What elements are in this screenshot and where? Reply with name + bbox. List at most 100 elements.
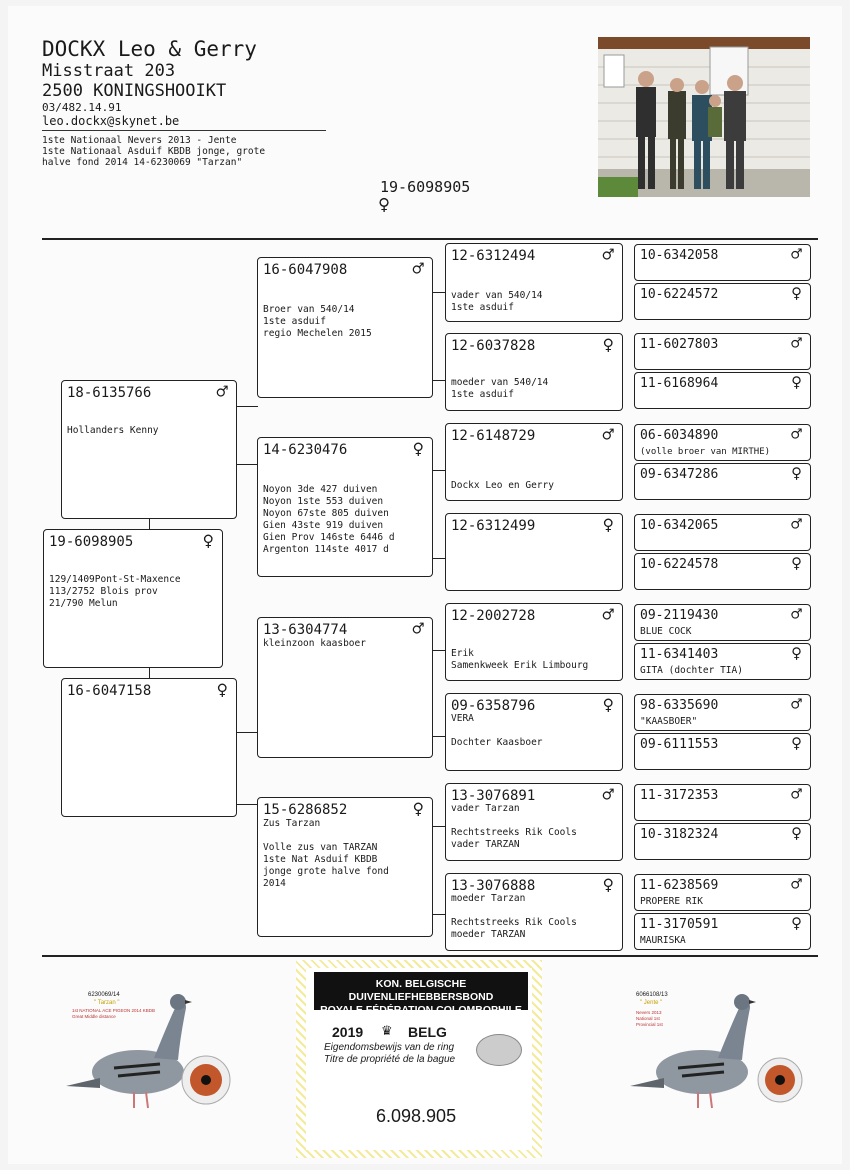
pedigree-box-gen4: 10-6342058 ♂ — [634, 244, 811, 281]
female-symbol-icon: ♀ — [791, 643, 802, 664]
box-note: Zus Tarzan Volle zus van TARZAN 1ste Nat… — [263, 818, 389, 889]
box-note: Noyon 3de 427 duiven Noyon 1ste 553 duiv… — [263, 484, 395, 555]
ring-number: 10-6224572 — [640, 287, 719, 302]
pedigree-box-gen4: 10-6224572 ♀ — [634, 283, 811, 320]
pedigree-box-dam: 16-6047158 ♀ — [61, 678, 237, 817]
pedigree-box-gen4: 09-6347286 ♀ — [634, 463, 811, 500]
female-symbol-icon: ♀ — [602, 514, 614, 536]
pedigree-box-gen3: 09-6358796 ♀ VERA Dochter Kaasboer — [445, 693, 623, 771]
male-symbol-icon: ♂ — [602, 604, 614, 626]
male-symbol-icon: ♂ — [791, 244, 802, 265]
pigeon-photo — [66, 994, 231, 1109]
crown-icon: ♛ — [382, 1020, 392, 1039]
box-note: BLUE COCK — [640, 626, 692, 637]
pedigree-box-gen3: 12-2002728 ♂ Erik Samenkweek Erik Limbou… — [445, 603, 623, 681]
box-note: Hollanders Kenny — [67, 425, 159, 436]
connector-line — [432, 380, 446, 381]
owner-achievements: 1ste Nationaal Nevers 2013 - Jente 1ste … — [42, 135, 266, 168]
connector-line — [236, 804, 258, 805]
ring-number: 15-6286852 — [263, 802, 348, 818]
female-symbol-icon: ♀ — [791, 372, 802, 393]
female-symbol-icon: ♀ — [202, 530, 214, 552]
box-note: "KAASBOER" — [640, 716, 698, 727]
ring-number: 19-6098905 — [49, 534, 134, 550]
subject-ring-number: 19-6098905 — [380, 178, 471, 196]
ring-card-line1: KON. BELGISCHE DUIVENLIEFHEBBERSBOND — [348, 978, 494, 1003]
pedigree-box-granddam-maternal: 15-6286852 ♀ Zus Tarzan Volle zus van TA… — [257, 797, 433, 937]
pedigree-box-gen4: 10-3182324 ♀ — [634, 823, 811, 860]
family-photo — [598, 37, 810, 197]
male-symbol-icon: ♂ — [791, 874, 802, 895]
ring-number: 09-6358796 — [451, 698, 536, 714]
male-symbol-icon: ♂ — [791, 333, 802, 354]
owner-name: DOCKX Leo & Gerry — [42, 37, 257, 61]
pedigree-box-gen3: 12-6312494 ♂ vader van 540/14 1ste asdui… — [445, 243, 623, 322]
ring-card-line2: ROYALE FÉDÉRATION COLOMBOPHILE BELGE — [320, 1004, 522, 1029]
box-note: vader Tarzan Rechtstreeks Rik Cools vade… — [451, 803, 577, 850]
male-symbol-icon: ♂ — [602, 244, 614, 266]
male-symbol-icon: ♂ — [216, 381, 228, 403]
box-note: PROPERE RIK — [640, 896, 703, 907]
owner-phone: 03/482.14.91 — [42, 101, 122, 114]
connector-line — [432, 558, 446, 559]
female-symbol-icon: ♀ — [791, 553, 802, 574]
box-note: Dockx Leo en Gerry — [451, 480, 554, 491]
male-symbol-icon: ♂ — [791, 424, 802, 445]
pigeon-card-name: " Tarzan " — [94, 1000, 120, 1006]
ring-number: 10-6224578 — [640, 557, 719, 572]
pigeon-card-id: 6066108/13 — [636, 992, 668, 998]
ring-card-header: KON. BELGISCHE DUIVENLIEFHEBBERSBOND ROY… — [314, 972, 528, 1029]
pedigree-box-gen3: 12-6148729 ♂ Dockx Leo en Gerry — [445, 423, 623, 501]
male-symbol-icon: ♂ — [791, 784, 802, 805]
ring-number: 16-6047158 — [67, 683, 152, 699]
owner-city: 2500 KONINGSHOOIKT — [42, 81, 227, 101]
pedigree-box-gen4: 10-6342065 ♂ — [634, 514, 811, 551]
connector-line — [432, 292, 446, 293]
male-symbol-icon: ♂ — [602, 784, 614, 806]
pedigree-box-grandsire-maternal: 13-6304774 ♂ kleinzoon kaasboer — [257, 617, 433, 758]
ring-number: 06-6034890 — [640, 428, 719, 443]
pedigree-box-gen4: 11-6341403 ♀ GITA (dochter TIA) — [634, 643, 811, 680]
female-symbol-icon: ♀ — [216, 679, 228, 701]
connector-line — [236, 464, 258, 465]
ring-number: 98-6335690 — [640, 698, 719, 713]
ring-ownership-card: KON. BELGISCHE DUIVENLIEFHEBBERSBOND ROY… — [296, 960, 542, 1158]
box-note: VERA Dochter Kaasboer — [451, 713, 543, 748]
box-note: moeder van 540/14 1ste asduif — [451, 377, 549, 400]
pedigree-box-gen4: 11-3172353 ♂ — [634, 784, 811, 821]
female-symbol-icon: ♀ — [378, 192, 391, 216]
box-note: vader van 540/14 1ste asduif — [451, 290, 543, 313]
header-divider — [42, 130, 326, 131]
ring-number: 16-6047908 — [263, 262, 348, 278]
pigeon-card-text: Nevers 2013 National 1st Provincial 1st — [636, 1010, 663, 1027]
female-symbol-icon: ♀ — [602, 694, 614, 716]
pedigree-box-gen4: 11-3170591 ♀ MAURISKA — [634, 913, 811, 950]
ring-number: 12-6037828 — [451, 338, 536, 354]
pedigree-box-grandsire-paternal: 16-6047908 ♂ Broer van 540/14 1ste asdui… — [257, 257, 433, 398]
pedigree-box-gen4: 98-6335690 ♂ "KAASBOER" — [634, 694, 811, 731]
connector-line — [236, 732, 258, 733]
pigeon-photo — [630, 994, 803, 1109]
ring-card-title-fr: Titre de propriété de la bague — [324, 1054, 456, 1065]
pigeon-card-right: 6066108/13 " Jente " Nevers 2013 Nationa… — [624, 988, 804, 1128]
pedigree-box-gen4: 10-6224578 ♀ — [634, 553, 811, 590]
pigeon-card-name: " Jente " — [640, 1000, 663, 1006]
pigeon-card-id: 6230069/14 — [88, 992, 120, 998]
federation-logo-icon — [476, 1034, 522, 1066]
connector-line — [432, 736, 446, 737]
female-symbol-icon: ♀ — [791, 913, 802, 934]
female-symbol-icon: ♀ — [791, 733, 802, 754]
connector-line — [432, 826, 446, 827]
owner-street: Misstraat 203 — [42, 61, 176, 81]
female-symbol-icon: ♀ — [412, 798, 424, 820]
box-note: (volle broer van MIRTHE) — [640, 447, 771, 457]
owner-email: leo.dockx@skynet.be — [42, 114, 180, 128]
box-note: Erik Samenkweek Erik Limbourg — [451, 648, 589, 671]
ring-number: 10-3182324 — [640, 827, 719, 842]
connector-line — [432, 650, 446, 651]
ring-number: 11-6341403 — [640, 647, 719, 662]
ring-card-title: Eigendomsbewijs van de ring Titre de pro… — [324, 1042, 455, 1066]
ring-number: 13-3076891 — [451, 788, 536, 804]
ring-number: 11-3172353 — [640, 788, 719, 803]
male-symbol-icon: ♂ — [412, 258, 424, 280]
